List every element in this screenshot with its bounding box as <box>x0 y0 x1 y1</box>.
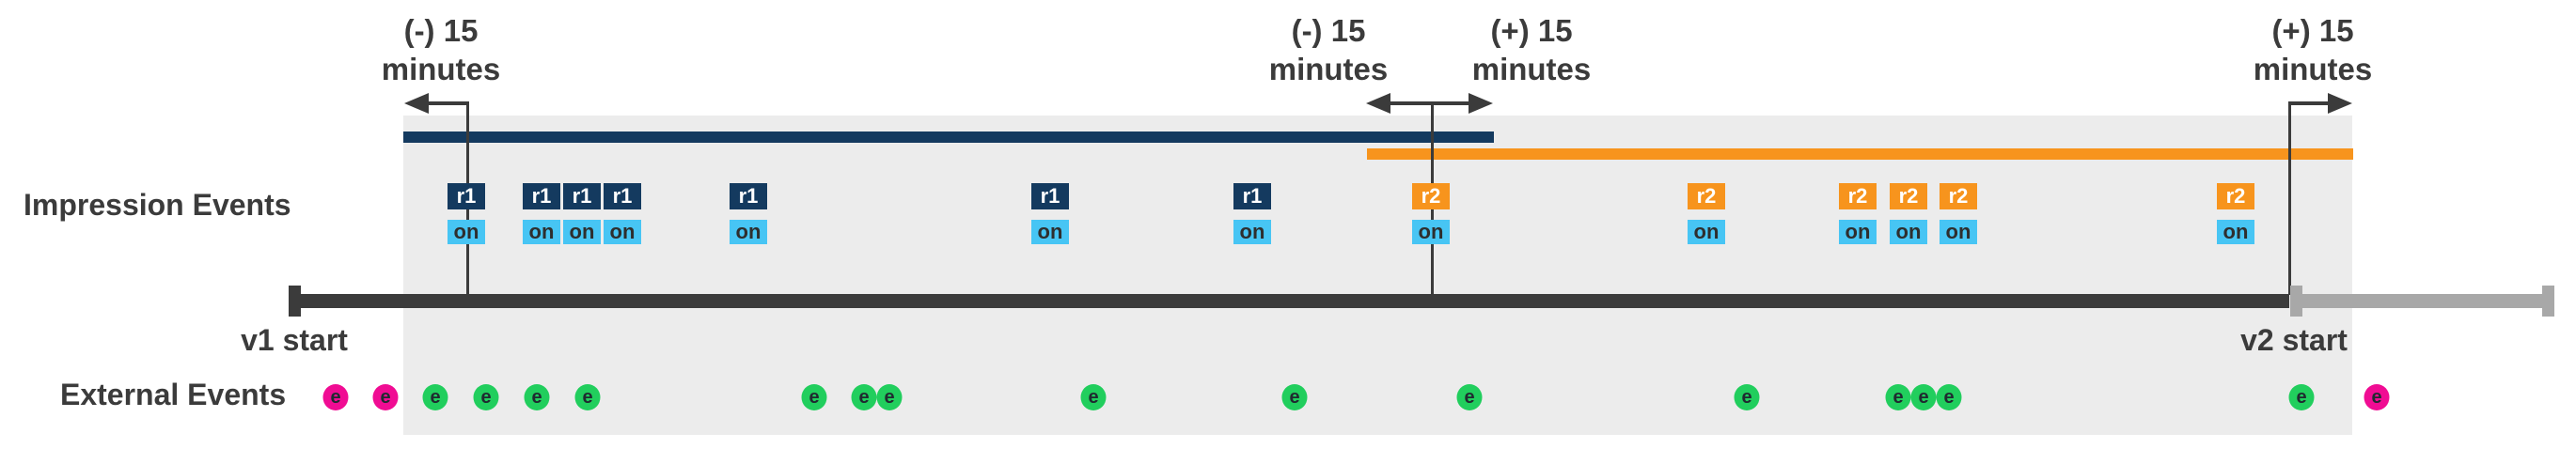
timeline-end-cap <box>2542 286 2554 317</box>
v2-start-label: v2 start <box>2240 323 2348 357</box>
r2-box: r2 <box>1412 183 1450 209</box>
v1-timeline-bar <box>289 294 2289 308</box>
v2-timeline-bar <box>2290 294 2554 308</box>
external-event-pink: e <box>372 384 399 410</box>
external-event-green: e <box>1080 384 1107 410</box>
r2-box: r2 <box>1688 183 1725 209</box>
external-event-green: e <box>422 384 448 410</box>
offset-window-label: (+) 15 minutes <box>2254 11 2373 88</box>
offset-window-label-line1: (-) 15 <box>1291 13 1366 48</box>
arrowhead-right-icon <box>2328 93 2352 114</box>
offset-window-label-line1: (-) 15 <box>403 13 479 48</box>
external-event-green: e <box>1734 384 1760 410</box>
impression-event-r2: r2 on <box>1412 183 1450 244</box>
impression-event-r2: r2 on <box>1688 183 1725 244</box>
on-state-box: on <box>1412 220 1450 244</box>
offset-window-label: (-) 15 minutes <box>382 11 501 88</box>
offset-window-label-line1: (+) 15 <box>1490 13 1573 48</box>
on-state-box: on <box>1688 220 1725 244</box>
external-event-green: e <box>1281 384 1308 410</box>
offset-window-label-line2: minutes <box>2253 52 2373 86</box>
offset-window-label-line1: (+) 15 <box>2271 13 2354 48</box>
v1-start-cap <box>289 286 301 317</box>
r2-box: r2 <box>1890 183 1927 209</box>
external-event-green: e <box>2288 384 2315 410</box>
offset-window-label-line2: minutes <box>1471 52 1592 86</box>
offset-window-label-line2: minutes <box>381 52 501 86</box>
external-event-green: e <box>801 384 827 410</box>
impression-event-r2: r2 on <box>1890 183 1927 244</box>
r1-box: r1 <box>1031 183 1069 209</box>
external-event-green: e <box>851 384 877 410</box>
r1-box: r1 <box>523 183 560 209</box>
offset-window-label: (+) 15 minutes <box>1472 11 1592 88</box>
impression-event-r1: r1 on <box>604 183 641 244</box>
on-state-box: on <box>563 220 601 244</box>
on-state-box: on <box>448 220 485 244</box>
impression-event-r1: r1 on <box>1031 183 1069 244</box>
impression-events-row-label: Impression Events <box>24 188 291 222</box>
offset-window-label-line2: minutes <box>1268 52 1389 86</box>
arrowhead-left-icon <box>1366 93 1390 114</box>
observation-window-panel <box>403 116 2352 435</box>
on-state-box: on <box>1233 220 1271 244</box>
r2-box: r2 <box>1839 183 1877 209</box>
external-event-green: e <box>1885 384 1911 410</box>
impression-event-r2: r2 on <box>1940 183 1977 244</box>
r2-box: r2 <box>2217 183 2254 209</box>
arrowhead-left-icon <box>404 93 429 114</box>
v2-start-cap <box>2290 286 2302 317</box>
on-state-box: on <box>1940 220 1977 244</box>
impression-event-r1: r1 on <box>563 183 601 244</box>
r1-box: r1 <box>448 183 485 209</box>
external-event-green: e <box>473 384 499 410</box>
v1-start-label: v1 start <box>241 323 348 357</box>
on-state-box: on <box>604 220 641 244</box>
r2-box: r2 <box>1940 183 1977 209</box>
impression-event-r1: r1 on <box>1233 183 1271 244</box>
external-events-row-label: External Events <box>60 378 287 411</box>
v2-impression-period <box>1367 148 2353 160</box>
external-event-green: e <box>524 384 550 410</box>
on-state-box: on <box>2217 220 2254 244</box>
external-event-green: e <box>574 384 601 410</box>
on-state-box: on <box>1890 220 1927 244</box>
r1-box: r1 <box>563 183 601 209</box>
r1-box: r1 <box>730 183 767 209</box>
external-event-green: e <box>1910 384 1937 410</box>
external-event-green: e <box>1936 384 1962 410</box>
external-event-green: e <box>1456 384 1483 410</box>
on-state-box: on <box>523 220 560 244</box>
window-boundary-line <box>2288 101 2291 295</box>
offset-arrow <box>1385 101 1474 105</box>
impression-event-r1: r1 on <box>448 183 485 244</box>
external-event-pink: e <box>2364 384 2390 410</box>
arrowhead-right-icon <box>1469 93 1493 114</box>
r1-box: r1 <box>1233 183 1271 209</box>
impression-event-r1: r1 on <box>523 183 560 244</box>
on-state-box: on <box>730 220 767 244</box>
on-state-box: on <box>1031 220 1069 244</box>
offset-window-label: (-) 15 minutes <box>1269 11 1389 88</box>
on-state-box: on <box>1839 220 1877 244</box>
offset-arrow <box>2289 101 2333 105</box>
impression-event-r2: r2 on <box>1839 183 1877 244</box>
impression-event-r1: r1 on <box>730 183 767 244</box>
offset-arrow <box>423 101 467 105</box>
r1-box: r1 <box>604 183 641 209</box>
external-event-green: e <box>876 384 903 410</box>
impression-event-r2: r2 on <box>2217 183 2254 244</box>
v1-impression-period <box>403 131 1494 143</box>
external-event-pink: e <box>322 384 349 410</box>
